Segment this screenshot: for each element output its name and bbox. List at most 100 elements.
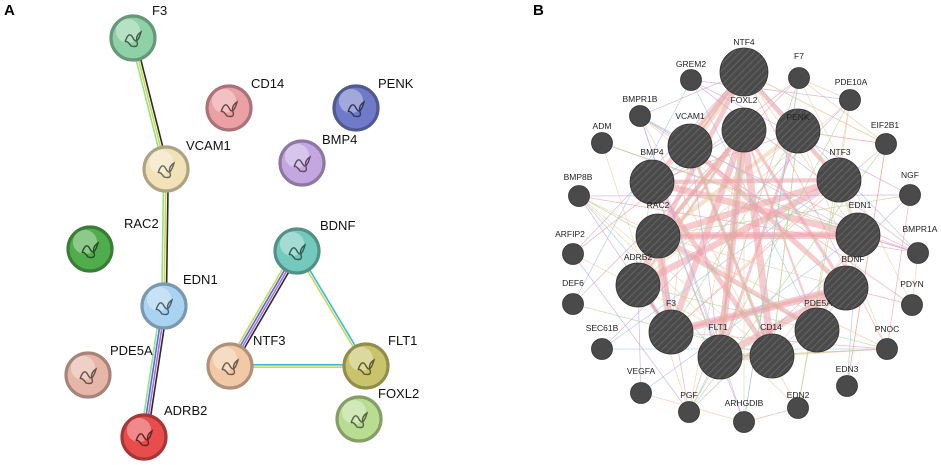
node-bdnf[interactable]: BDNF: [823, 254, 869, 311]
node-pnoc[interactable]: PNOC: [875, 324, 900, 360]
node-def6[interactable]: DEF6: [562, 278, 584, 315]
network-edge: [667, 128, 748, 334]
node-grem2[interactable]: GREM2: [676, 59, 707, 91]
node-foxl2[interactable]: FOXL2: [335, 386, 419, 443]
network-edge: [689, 145, 721, 358]
node-bmp8b[interactable]: BMP8B: [564, 172, 593, 207]
node-arhgdib[interactable]: ARHGDIB: [725, 398, 764, 433]
node-edn1[interactable]: EDN1: [140, 272, 218, 330]
node-adrb2[interactable]: ADRB2: [120, 403, 207, 461]
node-label: GREM2: [676, 59, 707, 69]
network-edge: [670, 130, 799, 333]
network-edge: [798, 77, 887, 145]
node-label: ADRB2: [164, 403, 207, 418]
protein-structure-icon: [157, 161, 176, 179]
node-label: PDE5A: [804, 298, 832, 308]
node-bdnf[interactable]: BDNF: [273, 218, 355, 275]
node-circle: [835, 212, 881, 258]
node-label: EDN3: [836, 364, 859, 374]
network-edge: [771, 130, 799, 357]
network-edge: [651, 130, 799, 183]
node-label: NGF: [901, 170, 919, 180]
node-f3[interactable]: F3: [648, 298, 694, 355]
node-vcam1[interactable]: VCAM1: [667, 111, 713, 169]
node-rac2[interactable]: RAC2: [635, 200, 681, 259]
node-penk[interactable]: PENK: [332, 76, 414, 132]
node-label: EDN1: [849, 200, 872, 210]
node-ntf3[interactable]: NTF3: [206, 333, 286, 390]
node-vegfa[interactable]: VEGFA: [627, 366, 656, 404]
protein-structure-icon: [124, 30, 143, 48]
panel-b: B F7PDE10AEIF2B1NGFBMPR1APDYNPNOCEDN3EDN…: [533, 2, 938, 433]
node-label: PDE10A: [835, 77, 868, 87]
node-pdyn[interactable]: PDYN: [900, 279, 924, 316]
protein-structure-icon: [350, 411, 369, 429]
node-foxl2[interactable]: FOXL2: [721, 95, 767, 153]
protein-structure-icon: [220, 100, 239, 118]
node-label: FOXL2: [731, 95, 758, 105]
network-edge: [656, 234, 819, 332]
node-label: F7: [794, 51, 804, 61]
node-circle: [615, 262, 661, 308]
node-label: EIF2B1: [871, 120, 900, 130]
node-highlight: [341, 399, 367, 425]
node-f7[interactable]: F7: [788, 51, 810, 89]
network-edge: [636, 177, 841, 288]
node-eif2b1[interactable]: EIF2B1: [871, 120, 900, 155]
network-edge: [719, 129, 745, 358]
node-bmpr1b[interactable]: BMPR1B: [623, 94, 658, 127]
network-edge: [637, 130, 799, 286]
node-sec61b[interactable]: SEC61B: [586, 323, 619, 360]
node-highlight: [148, 149, 174, 175]
node-adm[interactable]: ADM: [591, 121, 613, 154]
node-pde10a[interactable]: PDE10A: [835, 77, 868, 111]
node-circle: [630, 382, 652, 404]
node-arfip2[interactable]: ARFIP2: [555, 229, 585, 265]
node-bmp4[interactable]: BMP4: [629, 147, 675, 205]
node-edn1[interactable]: EDN1: [835, 200, 881, 258]
node-flt1[interactable]: FLT1: [342, 333, 417, 390]
node-cd14[interactable]: CD14: [749, 322, 795, 379]
network-edge: [718, 130, 800, 358]
node-label: DEF6: [562, 278, 584, 288]
node-vcam1[interactable]: VCAM1: [142, 138, 231, 193]
network-edge: [601, 179, 840, 350]
node-ntf4[interactable]: NTF4: [719, 37, 769, 97]
network-edge: [743, 71, 887, 145]
network-edge: [578, 195, 773, 357]
node-cd14[interactable]: CD14: [205, 76, 284, 132]
node-bmpr1a[interactable]: BMPR1A: [903, 224, 938, 264]
node-pde5a[interactable]: PDE5A: [794, 298, 840, 353]
node-pde5a[interactable]: PDE5A: [64, 343, 153, 399]
node-edn2[interactable]: EDN2: [787, 390, 810, 419]
node-pgf[interactable]: PGF: [678, 390, 700, 423]
node-label: CD14: [251, 76, 284, 91]
protein-structure-icon: [81, 241, 100, 259]
network-edge: [670, 179, 840, 333]
node-penk[interactable]: PENK: [775, 108, 821, 154]
node-label: RAC2: [124, 216, 159, 231]
node-flt1[interactable]: FLT1: [697, 322, 743, 380]
protein-structure-icon: [155, 298, 174, 316]
node-circle: [901, 294, 923, 316]
node-circle: [733, 411, 755, 433]
node-edn3[interactable]: EDN3: [836, 364, 859, 397]
node-rac2[interactable]: RAC2: [66, 216, 159, 273]
protein-structure-icon: [293, 155, 312, 173]
network-edge: [690, 79, 818, 331]
node-f3[interactable]: F3: [109, 3, 167, 62]
node-highlight: [211, 88, 237, 114]
node-circle: [787, 397, 809, 419]
node-label: BDNF: [320, 218, 355, 233]
node-ngf[interactable]: NGF: [899, 170, 921, 206]
node-circle: [876, 338, 898, 360]
node-label: ADRB2: [624, 252, 653, 262]
node-bmp4[interactable]: BMP4: [278, 132, 357, 187]
network-edge: [657, 194, 911, 237]
node-label: ADM: [593, 121, 612, 131]
node-label: BMP4: [640, 147, 663, 157]
node-ntf3[interactable]: NTF3: [816, 147, 862, 203]
node-adrb2[interactable]: ADRB2: [615, 252, 661, 308]
network-edge: [601, 142, 859, 236]
